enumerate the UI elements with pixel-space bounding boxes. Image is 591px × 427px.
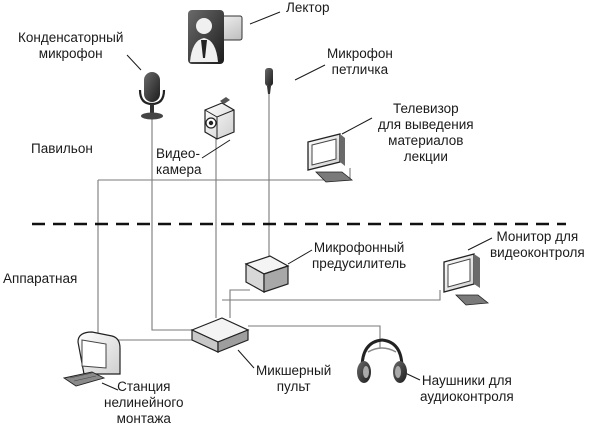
lecturer-label: Лектор: [286, 0, 330, 15]
monitor-icon: [443, 253, 490, 306]
tv-icon: [307, 133, 354, 183]
leader-mic-preamp: [287, 249, 313, 265]
headphones-label: Наушники для аудиоконтроля: [420, 373, 514, 404]
headphones-icon: [357, 338, 407, 383]
mic-preamp-label: Микрофонный предусилитель: [312, 240, 407, 271]
leader-monitor: [467, 237, 493, 251]
mixer-console-icon: [190, 317, 250, 353]
control-room-label: Аппаратная: [3, 271, 78, 286]
line-preamp-mixer: [229, 289, 250, 318]
leader-editing-station: [101, 382, 119, 391]
tv-label: Телевизор для выведения материалов лекци…: [378, 101, 474, 164]
leader-lines: [101, 11, 493, 391]
pavilion-label: Павильон: [31, 141, 93, 156]
leader-camcorder: [201, 139, 231, 159]
monitor-label: Монитор для видеоконтроля: [490, 229, 585, 260]
line-monitor-link: [222, 290, 441, 301]
line-condenser-mic-cable: [151, 118, 192, 331]
lavalier-microphone-icon: [265, 68, 273, 94]
lecturer-icon: [188, 10, 243, 64]
leader-condenser-mic: [126, 54, 142, 71]
editing-station-icon: [62, 331, 121, 387]
line-headphones-cable: [248, 325, 381, 348]
mixer-label: Микшерный пульт: [256, 363, 332, 394]
mic-preamp-icon: [244, 255, 290, 294]
condenser-mic-label: Конденсаторный микрофон: [18, 30, 124, 61]
editing-station-label: Станция нелинейного монтажа: [104, 379, 184, 426]
condenser-microphone-icon: [138, 72, 166, 120]
camcorder-icon: [204, 97, 235, 140]
lavalier-mic-label: Микрофон петличка: [327, 46, 393, 77]
leader-tv: [341, 117, 373, 135]
camcorder-label: Видео- камера: [156, 146, 202, 177]
leader-lecturer: [249, 11, 281, 25]
leader-lavalier-mic: [294, 64, 326, 81]
connection-lines: [97, 92, 441, 348]
leader-mixer: [237, 349, 255, 369]
